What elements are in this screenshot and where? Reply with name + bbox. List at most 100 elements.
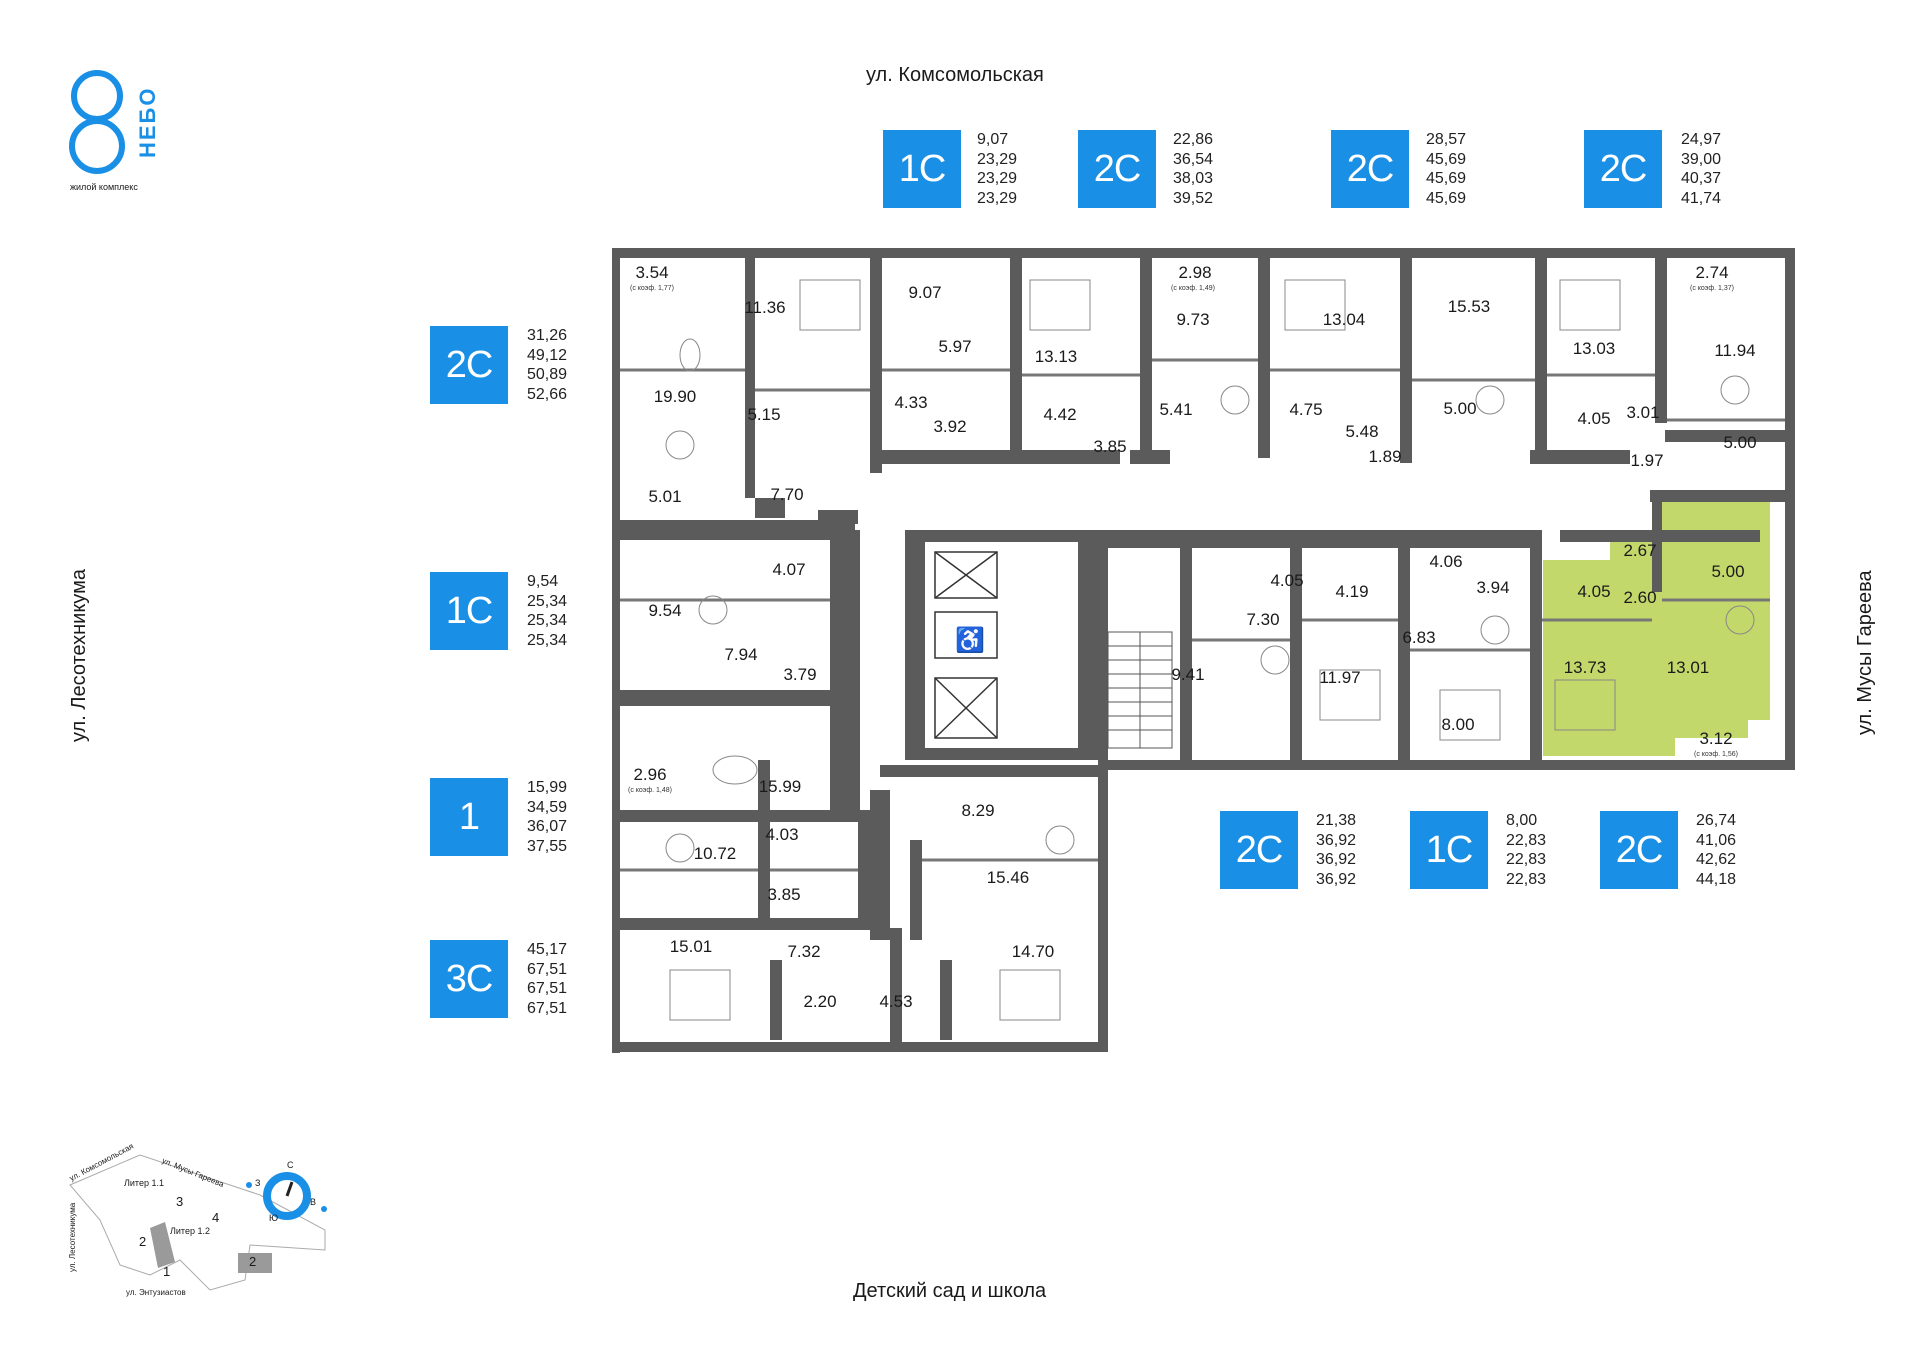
room-area-label: 1.97: [1630, 451, 1663, 470]
room-area-label: 9.41: [1171, 665, 1204, 684]
room-area-label: 8.29: [961, 801, 994, 820]
room-area-label: 5.00: [1723, 433, 1756, 452]
room-area-label: 19.90: [654, 387, 697, 406]
room-area-label: 4.19: [1335, 582, 1368, 601]
room-area-label: 3.94: [1476, 578, 1509, 597]
apt-badge-left-3[interactable]: 1: [430, 778, 508, 856]
compass-west: З: [255, 1178, 261, 1188]
logo-tagline: жилой комплекс: [70, 182, 138, 192]
minimap-liter-1: Литер 1.1: [124, 1178, 164, 1188]
room-area-label: 6.83: [1402, 628, 1435, 647]
wheelchair-icon: ♿: [955, 626, 985, 654]
minimap-legend-number: 2: [249, 1254, 257, 1269]
room-area-label: 13.01: [1667, 658, 1710, 677]
room-area-label: 2.96: [633, 765, 666, 784]
room-area-label: 5.15: [747, 405, 780, 424]
elevator-shaft: [934, 551, 998, 739]
room-area-label: 7.70: [770, 485, 803, 504]
highlighted-apartment[interactable]: [1543, 502, 1770, 756]
apt-badge-bottom-2[interactable]: 1С: [1410, 811, 1488, 889]
room-area-label: 5.41: [1159, 400, 1192, 419]
room-area-label: 4.05: [1577, 582, 1610, 601]
apt-badge-top-4[interactable]: 2С: [1584, 130, 1662, 208]
street-bottom: Детский сад и школа: [853, 1280, 1047, 1302]
partitions: [620, 358, 1785, 872]
room-area-label: 14.70: [1012, 942, 1055, 961]
room-area-label: 2.20: [803, 992, 836, 1011]
compass-north: С: [287, 1160, 294, 1170]
room-area-label: 4.75: [1289, 400, 1322, 419]
street-top: ул. Комсомольская: [866, 64, 1044, 86]
room-area-label: 8.00: [1441, 715, 1474, 734]
room-area-label: 4.07: [772, 560, 805, 579]
room-area-label: 15.53: [1448, 297, 1491, 316]
room-area-label: 5.00: [1711, 562, 1744, 581]
walls: [612, 248, 1795, 1053]
room-area-label: 3.79: [783, 665, 816, 684]
minimap-street-4: ул. Энтузиастов: [126, 1288, 186, 1297]
room-area-label: 5.97: [938, 337, 971, 356]
room-area-label: 2.60: [1623, 588, 1656, 607]
balcony-coefficient-note: (с коэф. 1,49): [1171, 285, 1215, 292]
room-area-label: 2.74: [1695, 263, 1728, 282]
room-area-label: 4.42: [1043, 405, 1076, 424]
room-area-label: 13.04: [1323, 310, 1366, 329]
room-area-label: 3.12: [1699, 729, 1732, 748]
room-area-label: 9.54: [648, 601, 681, 620]
room-area-label: 2.98: [1178, 263, 1211, 282]
logo-eight-icon: [69, 70, 125, 174]
apt-badge-top-1[interactable]: 1С: [883, 130, 961, 208]
staircase: [1107, 631, 1173, 749]
room-area-label: 4.33: [894, 393, 927, 412]
apt-badge-top-3[interactable]: 2С: [1331, 130, 1409, 208]
room-area-label: 4.03: [765, 825, 798, 844]
balcony-coefficient-note: (с коэф. 1,77): [630, 285, 674, 292]
room-area-label: 5.01: [648, 487, 681, 506]
minimap-section-1: 1: [163, 1264, 171, 1279]
room-area-label: 7.32: [787, 942, 820, 961]
apt-badge-left-2[interactable]: 1С: [430, 572, 508, 650]
room-area-label: 1.89: [1368, 447, 1401, 466]
room-area-label: 10.72: [694, 844, 737, 863]
room-area-label: 7.94: [724, 645, 757, 664]
room-area-label: 13.73: [1564, 658, 1607, 677]
room-area-label: 11.94: [1714, 341, 1755, 360]
minimap-liter-2: Литер 1.2: [170, 1226, 210, 1236]
room-area-label: 4.53: [879, 992, 912, 1011]
apt-badge-bottom-3[interactable]: 2С: [1600, 811, 1678, 889]
apt-badge-bottom-1[interactable]: 2С: [1220, 811, 1298, 889]
room-area-label: 3.92: [933, 417, 966, 436]
room-area-label: 15.01: [670, 937, 713, 956]
room-area-label: 9.07: [908, 283, 941, 302]
room-area-label: 3.85: [767, 885, 800, 904]
apt-badge-top-2[interactable]: 2С: [1078, 130, 1156, 208]
minimap-street-3: ул. Лесотехникума: [68, 1202, 77, 1272]
room-area-label: 4.06: [1429, 552, 1462, 571]
room-area-label: 4.05: [1270, 571, 1303, 590]
room-area-label: 3.85: [1093, 437, 1126, 456]
room-area-label: 5.00: [1443, 399, 1476, 418]
site-minimap: [69, 1154, 327, 1291]
room-area-label: 11.36: [744, 298, 785, 317]
balcony-coefficient-note: (с коэф. 1,56): [1694, 751, 1738, 758]
apt-badge-left-1[interactable]: 2С: [430, 326, 508, 404]
room-area-label: 9.73: [1176, 310, 1209, 329]
room-area-label: 2.67: [1623, 541, 1656, 560]
minimap-section-2: 2: [139, 1234, 147, 1249]
room-area-label: 15.99: [759, 777, 802, 796]
apt-badge-left-4[interactable]: 3С: [430, 940, 508, 1018]
compass-south: Ю: [269, 1213, 279, 1223]
minimap-section-3: 3: [176, 1194, 184, 1209]
furniture: [665, 279, 1755, 1021]
room-area-label: 13.03: [1573, 339, 1616, 358]
